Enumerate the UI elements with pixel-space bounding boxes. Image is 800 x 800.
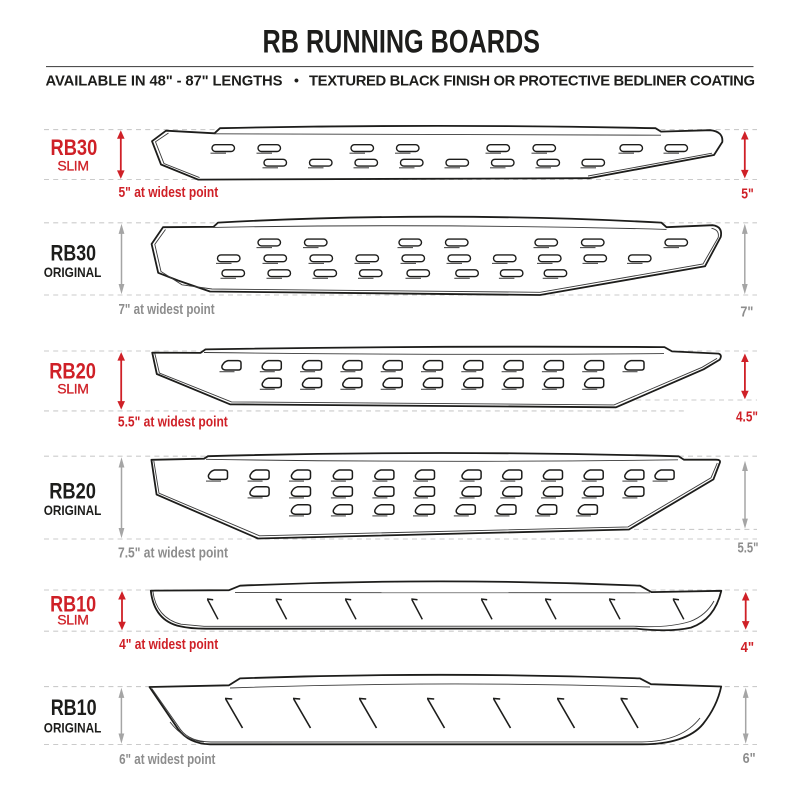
svg-text:RB20: RB20 xyxy=(49,358,96,383)
svg-text:5.5" at widest point: 5.5" at widest point xyxy=(118,415,228,431)
svg-text:5": 5" xyxy=(741,187,754,203)
svg-text:7" at widest point: 7" at widest point xyxy=(119,302,215,318)
svg-text:RB30: RB30 xyxy=(51,135,98,160)
svg-text:4" at widest point: 4" at widest point xyxy=(119,637,218,653)
svg-text:RB10: RB10 xyxy=(50,592,96,617)
svg-text:AVAILABLE IN 48" - 87" LENGTHS: AVAILABLE IN 48" - 87" LENGTHS xyxy=(46,73,283,89)
svg-text:SLIM: SLIM xyxy=(57,611,89,627)
svg-text:•: • xyxy=(294,72,299,88)
svg-text:4": 4" xyxy=(741,640,755,656)
svg-text:6" at widest point: 6" at widest point xyxy=(119,752,215,768)
svg-text:7": 7" xyxy=(740,305,753,321)
svg-text:SLIM: SLIM xyxy=(57,381,89,397)
svg-text:RB30: RB30 xyxy=(51,240,97,265)
svg-text:RB20: RB20 xyxy=(49,479,96,504)
svg-text:5" at widest point: 5" at widest point xyxy=(119,185,219,201)
svg-text:5.5": 5.5" xyxy=(738,541,759,557)
svg-text:ORIGINAL: ORIGINAL xyxy=(44,502,102,518)
svg-text:TEXTURED BLACK FINISH OR PROTE: TEXTURED BLACK FINISH OR PROTECTIVE BEDL… xyxy=(309,73,755,89)
svg-text:SLIM: SLIM xyxy=(57,157,89,173)
svg-text:RB10: RB10 xyxy=(51,695,97,720)
svg-text:6": 6" xyxy=(743,751,756,767)
svg-text:ORIGINAL: ORIGINAL xyxy=(44,264,102,280)
svg-text:RB RUNNING BOARDS: RB RUNNING BOARDS xyxy=(263,24,541,60)
svg-text:7.5" at widest point: 7.5" at widest point xyxy=(118,546,228,562)
svg-text:4.5": 4.5" xyxy=(736,410,758,426)
svg-text:ORIGINAL: ORIGINAL xyxy=(44,719,102,735)
